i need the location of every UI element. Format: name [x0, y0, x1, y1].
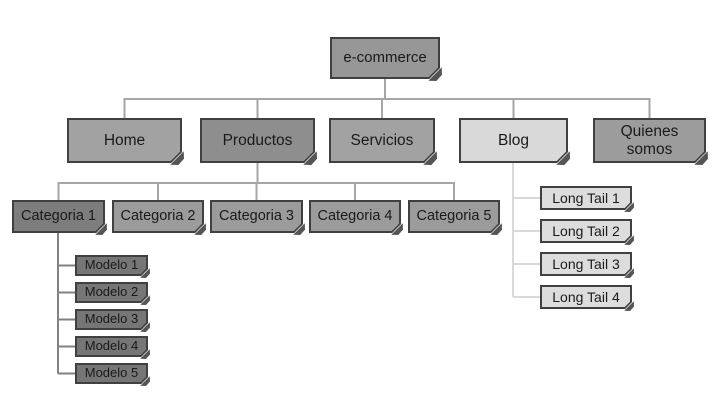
node-box: Long Tail 4 — [540, 285, 632, 309]
node-blog: Blog — [459, 118, 570, 165]
node-label: Home — [103, 131, 146, 149]
node-modelo-5: Modelo 5 — [75, 363, 150, 386]
node-quienes-somos: Quienes somos — [593, 118, 708, 165]
node-label: Categoria 3 — [219, 208, 294, 225]
connector-productos-to-categorias — [57, 163, 455, 200]
node-box: Blog — [459, 118, 568, 163]
node-long-tail-4: Long Tail 4 — [540, 285, 634, 311]
folded-corner-icon — [490, 223, 502, 235]
folded-corner-icon — [624, 268, 634, 278]
node-label: Modelo 4 — [84, 338, 139, 354]
node-box: Productos — [200, 118, 315, 163]
folded-corner-icon — [140, 349, 150, 359]
node-box: Modelo 2 — [75, 282, 148, 303]
node-box: Long Tail 2 — [540, 219, 632, 243]
node-box: Modelo 5 — [75, 363, 148, 384]
node-label: Long Tail 3 — [552, 255, 620, 272]
folded-corner-icon — [95, 223, 107, 235]
node-label: Modelo 5 — [84, 365, 139, 381]
node-label: Modelo 2 — [84, 284, 139, 300]
node-box: e-commerce — [330, 37, 440, 79]
node-label: Productos — [222, 131, 293, 149]
node-label: Modelo 3 — [84, 311, 139, 327]
node-servicios: Servicios — [329, 118, 437, 165]
folded-corner-icon — [624, 301, 634, 311]
node-box: Categoria 3 — [210, 200, 303, 233]
node-long-tail-1: Long Tail 1 — [540, 186, 634, 212]
folded-corner-icon — [140, 322, 150, 332]
node-categoria-2: Categoria 2 — [112, 200, 206, 235]
node-box: Modelo 3 — [75, 309, 148, 330]
node-label: Quienes somos — [620, 122, 679, 158]
folded-corner-icon — [391, 223, 403, 235]
node-box: Categoria 4 — [309, 200, 401, 233]
node-modelo-4: Modelo 4 — [75, 336, 150, 359]
node-label: Modelo 1 — [84, 257, 139, 273]
node-label: Blog — [497, 131, 530, 149]
connector-root-to-main-pages — [123, 79, 651, 118]
node-box: Categoria 1 — [12, 200, 105, 233]
folded-corner-icon — [140, 376, 150, 386]
folded-corner-icon — [293, 223, 305, 235]
node-box: Modelo 4 — [75, 336, 148, 357]
node-home: Home — [67, 118, 184, 165]
node-box: Home — [67, 118, 182, 163]
node-productos: Productos — [200, 118, 317, 165]
node-box: Quienes somos — [593, 118, 706, 163]
node-categoria-3: Categoria 3 — [210, 200, 305, 235]
connector-blog-to-longtails — [512, 163, 540, 298]
node-label: Long Tail 4 — [552, 288, 620, 305]
node-modelo-3: Modelo 3 — [75, 309, 150, 332]
node-box: Servicios — [329, 118, 435, 163]
node-box: Modelo 1 — [75, 255, 148, 276]
node-categoria-1: Categoria 1 — [12, 200, 107, 235]
node-long-tail-3: Long Tail 3 — [540, 252, 634, 278]
folded-corner-icon — [140, 295, 150, 305]
node-box: Categoria 5 — [408, 200, 500, 233]
folded-corner-icon — [140, 268, 150, 278]
node-box: Long Tail 3 — [540, 252, 632, 276]
node-label: Servicios — [350, 131, 414, 149]
connector-categoria1-to-modelos — [57, 233, 75, 375]
folded-corner-icon — [194, 223, 206, 235]
node-modelo-1: Modelo 1 — [75, 255, 150, 278]
node-label: Categoria 2 — [120, 208, 196, 225]
node-modelo-2: Modelo 2 — [75, 282, 150, 305]
folded-corner-icon — [624, 202, 634, 212]
node-label: e-commerce — [343, 49, 427, 67]
node-label: Categoria 1 — [21, 208, 96, 225]
node-ecommerce: e-commerce — [330, 37, 442, 81]
node-label: Long Tail 1 — [552, 189, 620, 206]
node-box: Categoria 2 — [112, 200, 204, 233]
node-box: Long Tail 1 — [540, 186, 632, 210]
node-label: Categoria 4 — [317, 208, 393, 225]
node-long-tail-2: Long Tail 2 — [540, 219, 634, 245]
node-categoria-5: Categoria 5 — [408, 200, 502, 235]
folded-corner-icon — [624, 235, 634, 245]
node-label: Categoria 5 — [416, 208, 492, 225]
node-label: Long Tail 2 — [552, 222, 620, 239]
node-categoria-4: Categoria 4 — [309, 200, 403, 235]
